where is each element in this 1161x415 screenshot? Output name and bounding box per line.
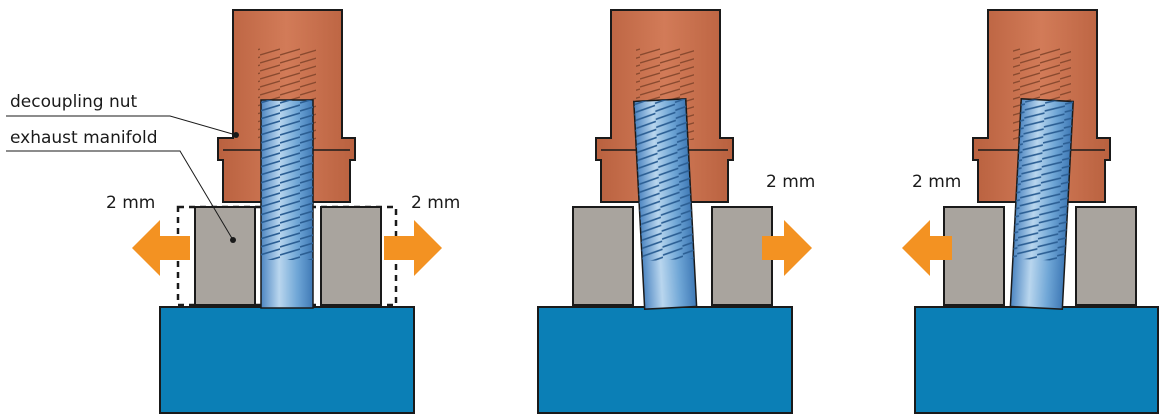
manifold-block-left-3	[943, 206, 1005, 306]
panel-2: 2 mm	[537, 9, 815, 414]
arrow-right-icon	[384, 220, 442, 276]
arrow-right-icon	[762, 220, 812, 276]
manifold-block-right-1	[320, 206, 382, 306]
manifold-block-left-1	[194, 206, 256, 306]
bolt-thread-1	[261, 100, 313, 260]
manifold-block-left-2	[572, 206, 634, 306]
label-gap-left: 2 mm	[106, 193, 155, 213]
panel-3: 2 mm	[902, 9, 1159, 414]
panel-1: decoupling nut exhaust manifold 2 mm 2 m…	[6, 9, 460, 414]
label-decoupling-nut: decoupling nut	[10, 92, 138, 112]
manifold-block-right-3	[1075, 206, 1137, 306]
label-exhaust-manifold: exhaust manifold	[10, 128, 158, 148]
label-gap-right: 2 mm	[411, 193, 460, 213]
base-block-3	[914, 306, 1159, 414]
base-block-1	[159, 306, 415, 414]
label-gap-right-panel: 2 mm	[912, 172, 961, 192]
label-gap-middle: 2 mm	[766, 172, 815, 192]
arrow-left-icon	[132, 220, 190, 276]
bolt-thread-2	[633, 98, 695, 262]
leader-line-nut	[6, 115, 237, 136]
bolt-2	[633, 97, 698, 311]
leader-line-manifold	[6, 150, 234, 241]
bolt-3	[1009, 97, 1074, 311]
base-block-2	[537, 306, 793, 414]
arrow-left-icon	[902, 220, 952, 276]
bolt-thread-3	[1012, 98, 1074, 262]
